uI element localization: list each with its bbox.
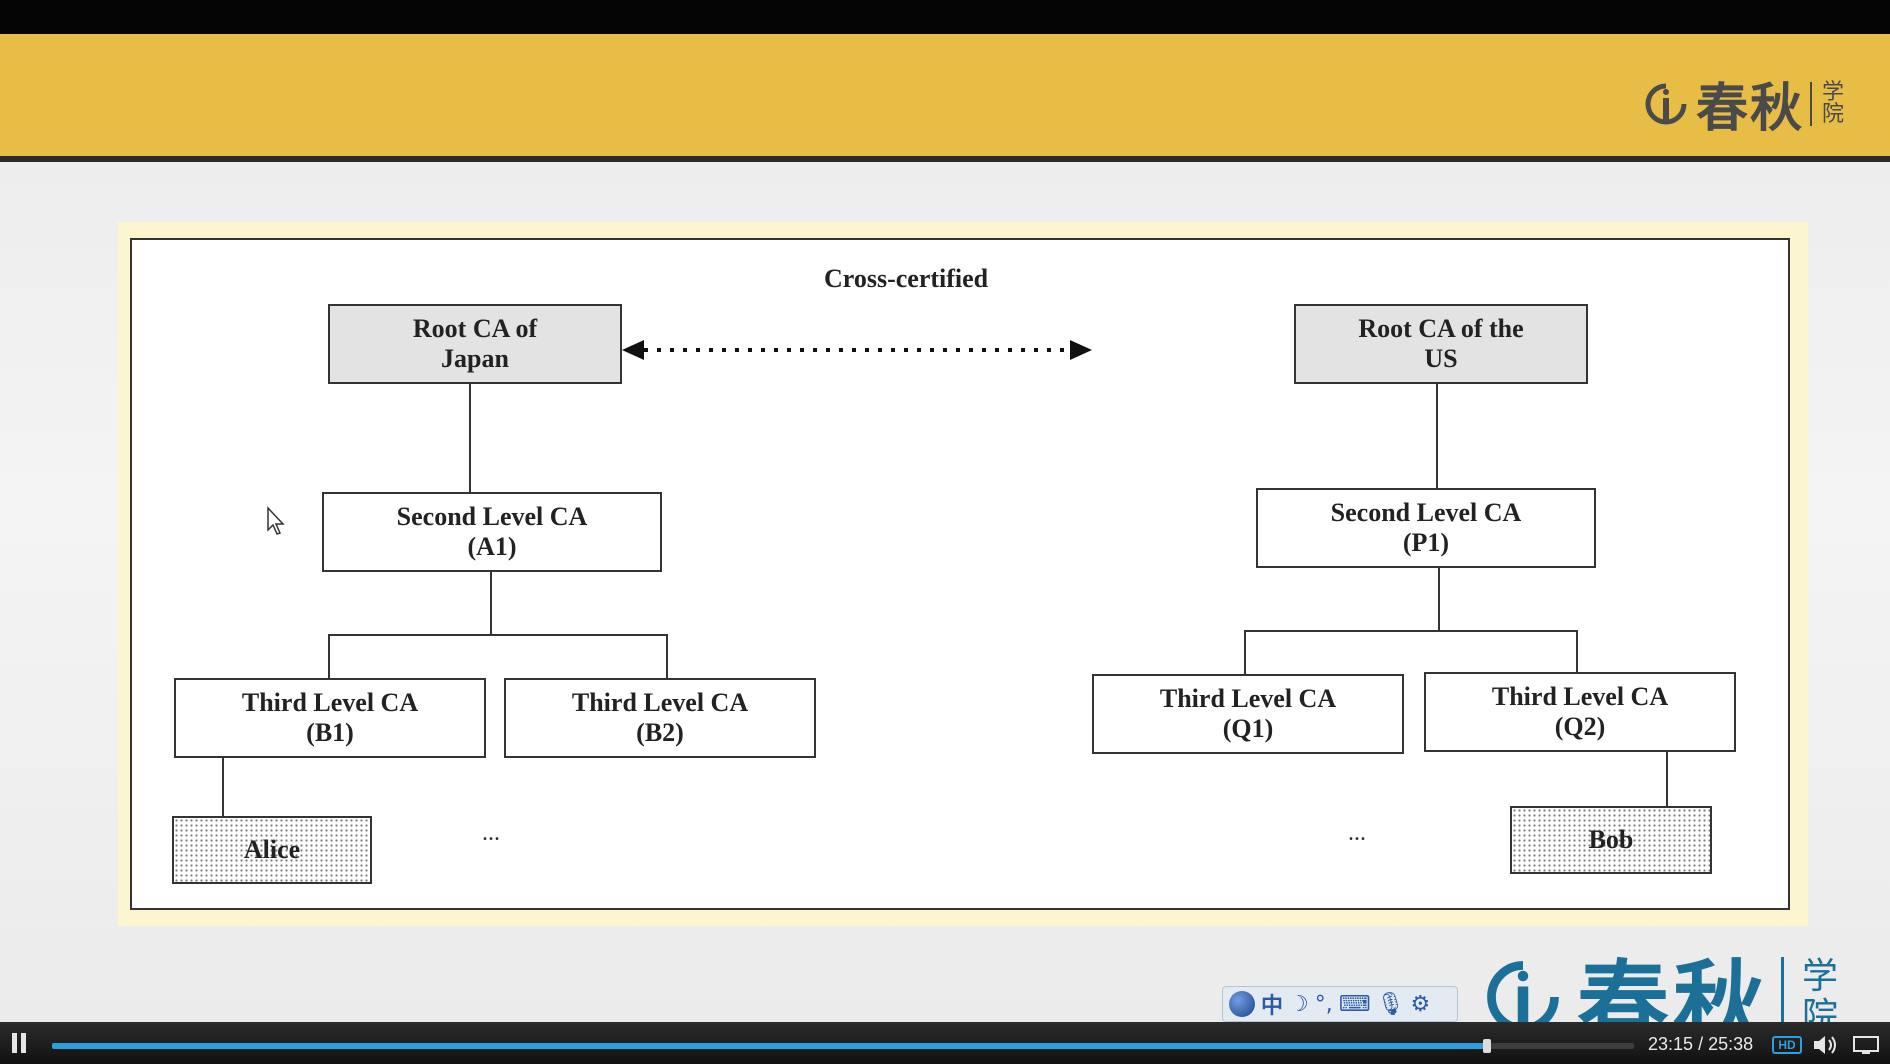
slide-banner: 春秋 学院 bbox=[0, 34, 1890, 162]
brand-name: 春秋 bbox=[1695, 79, 1804, 139]
connector bbox=[490, 572, 492, 634]
cross-certified-label: Cross-certified bbox=[824, 264, 989, 293]
connector bbox=[1436, 384, 1438, 488]
node-third-level-q2: Third Level CA(Q2) bbox=[1424, 672, 1736, 752]
connector bbox=[1438, 568, 1440, 630]
connector bbox=[666, 634, 668, 686]
total-time: 25:38 bbox=[1708, 1034, 1754, 1054]
connector bbox=[1244, 630, 1578, 632]
node-b1-line1: Third Level CA bbox=[241, 688, 419, 717]
node-third-level-q1: Third Level CA(Q1) bbox=[1092, 674, 1404, 754]
node-b1-line2: (B1) bbox=[306, 718, 354, 747]
hd-toggle-button[interactable]: HD bbox=[1772, 1036, 1802, 1054]
brand-subname: 学院 bbox=[1810, 81, 1844, 126]
connector bbox=[1244, 630, 1246, 684]
node-q2-line1: Third Level CA bbox=[1491, 682, 1669, 711]
moon-icon[interactable]: ☽ bbox=[1289, 991, 1309, 1017]
node-root-ca-japan-line2: Japan bbox=[441, 344, 509, 373]
node-q2-line2: (Q2) bbox=[1554, 712, 1606, 741]
cross-cert-arrow bbox=[622, 340, 1092, 360]
ime-toolbar[interactable]: 中 ☽ °, ⌨ 🎙 ⚙ bbox=[1222, 986, 1458, 1022]
node-root-ca-us-line2: US bbox=[1424, 344, 1458, 373]
connector bbox=[469, 384, 471, 492]
watermark-mark-icon bbox=[1487, 960, 1559, 1033]
node-p1-line2: (P1) bbox=[1402, 528, 1450, 557]
ellipsis-left: ... bbox=[482, 820, 500, 846]
connector bbox=[328, 634, 330, 686]
node-third-level-b2: Third Level CA(B2) bbox=[504, 678, 816, 758]
chinese-mode-icon[interactable]: 中 bbox=[1261, 994, 1284, 1019]
node-q1-line1: Third Level CA bbox=[1159, 684, 1337, 713]
node-second-level-p1: Second Level CA(P1) bbox=[1256, 488, 1596, 568]
mouse-cursor-icon bbox=[267, 506, 285, 535]
keyboard-icon[interactable]: ⌨ bbox=[1338, 991, 1371, 1017]
node-bob-label: Bob bbox=[1588, 825, 1634, 854]
node-third-level-b1: Third Level CA(B1) bbox=[174, 678, 486, 758]
top-black-bar bbox=[0, 0, 1890, 34]
connector bbox=[1666, 752, 1668, 808]
time-separator: / bbox=[1698, 1034, 1704, 1054]
node-alice: Alice bbox=[172, 816, 372, 884]
node-second-level-a1: Second Level CA(A1) bbox=[322, 492, 662, 572]
connector bbox=[328, 634, 668, 636]
progress-fill bbox=[52, 1043, 1487, 1049]
node-p1-line1: Second Level CA bbox=[1330, 498, 1522, 527]
progress-handle[interactable] bbox=[1482, 1039, 1491, 1053]
connector bbox=[1576, 630, 1578, 680]
connector bbox=[222, 758, 224, 816]
current-time: 23:15 bbox=[1648, 1034, 1694, 1054]
node-root-ca-japan-line1: Root CA of bbox=[412, 314, 538, 343]
brand-logo: 春秋 学院 bbox=[1642, 66, 1844, 141]
mic-icon[interactable]: 🎙 bbox=[1376, 991, 1405, 1017]
pause-button[interactable] bbox=[12, 1033, 30, 1053]
node-alice-label: Alice bbox=[243, 835, 301, 864]
fullscreen-icon[interactable] bbox=[1852, 1034, 1880, 1056]
node-a1-line2: (A1) bbox=[467, 532, 517, 561]
node-a1-line1: Second Level CA bbox=[396, 502, 588, 531]
node-b2-line2: (B2) bbox=[636, 718, 684, 747]
gear-icon[interactable]: ⚙ bbox=[1410, 991, 1431, 1017]
node-root-ca-us-line1: Root CA of the bbox=[1358, 314, 1524, 343]
punctuation-icon[interactable]: °, bbox=[1314, 991, 1333, 1017]
time-display: 23:15 / 25:38 bbox=[1648, 1034, 1753, 1055]
ellipsis-right: ... bbox=[1348, 820, 1366, 846]
node-b2-line1: Third Level CA bbox=[571, 688, 749, 717]
arrow-left-head bbox=[622, 340, 644, 360]
arrow-right-head bbox=[1070, 340, 1092, 360]
node-q1-line2: (Q1) bbox=[1222, 714, 1274, 743]
ime-logo-icon[interactable] bbox=[1229, 991, 1255, 1017]
volume-icon[interactable] bbox=[1812, 1034, 1838, 1056]
brand-mark-icon bbox=[1645, 83, 1687, 124]
node-bob: Bob bbox=[1510, 806, 1712, 874]
